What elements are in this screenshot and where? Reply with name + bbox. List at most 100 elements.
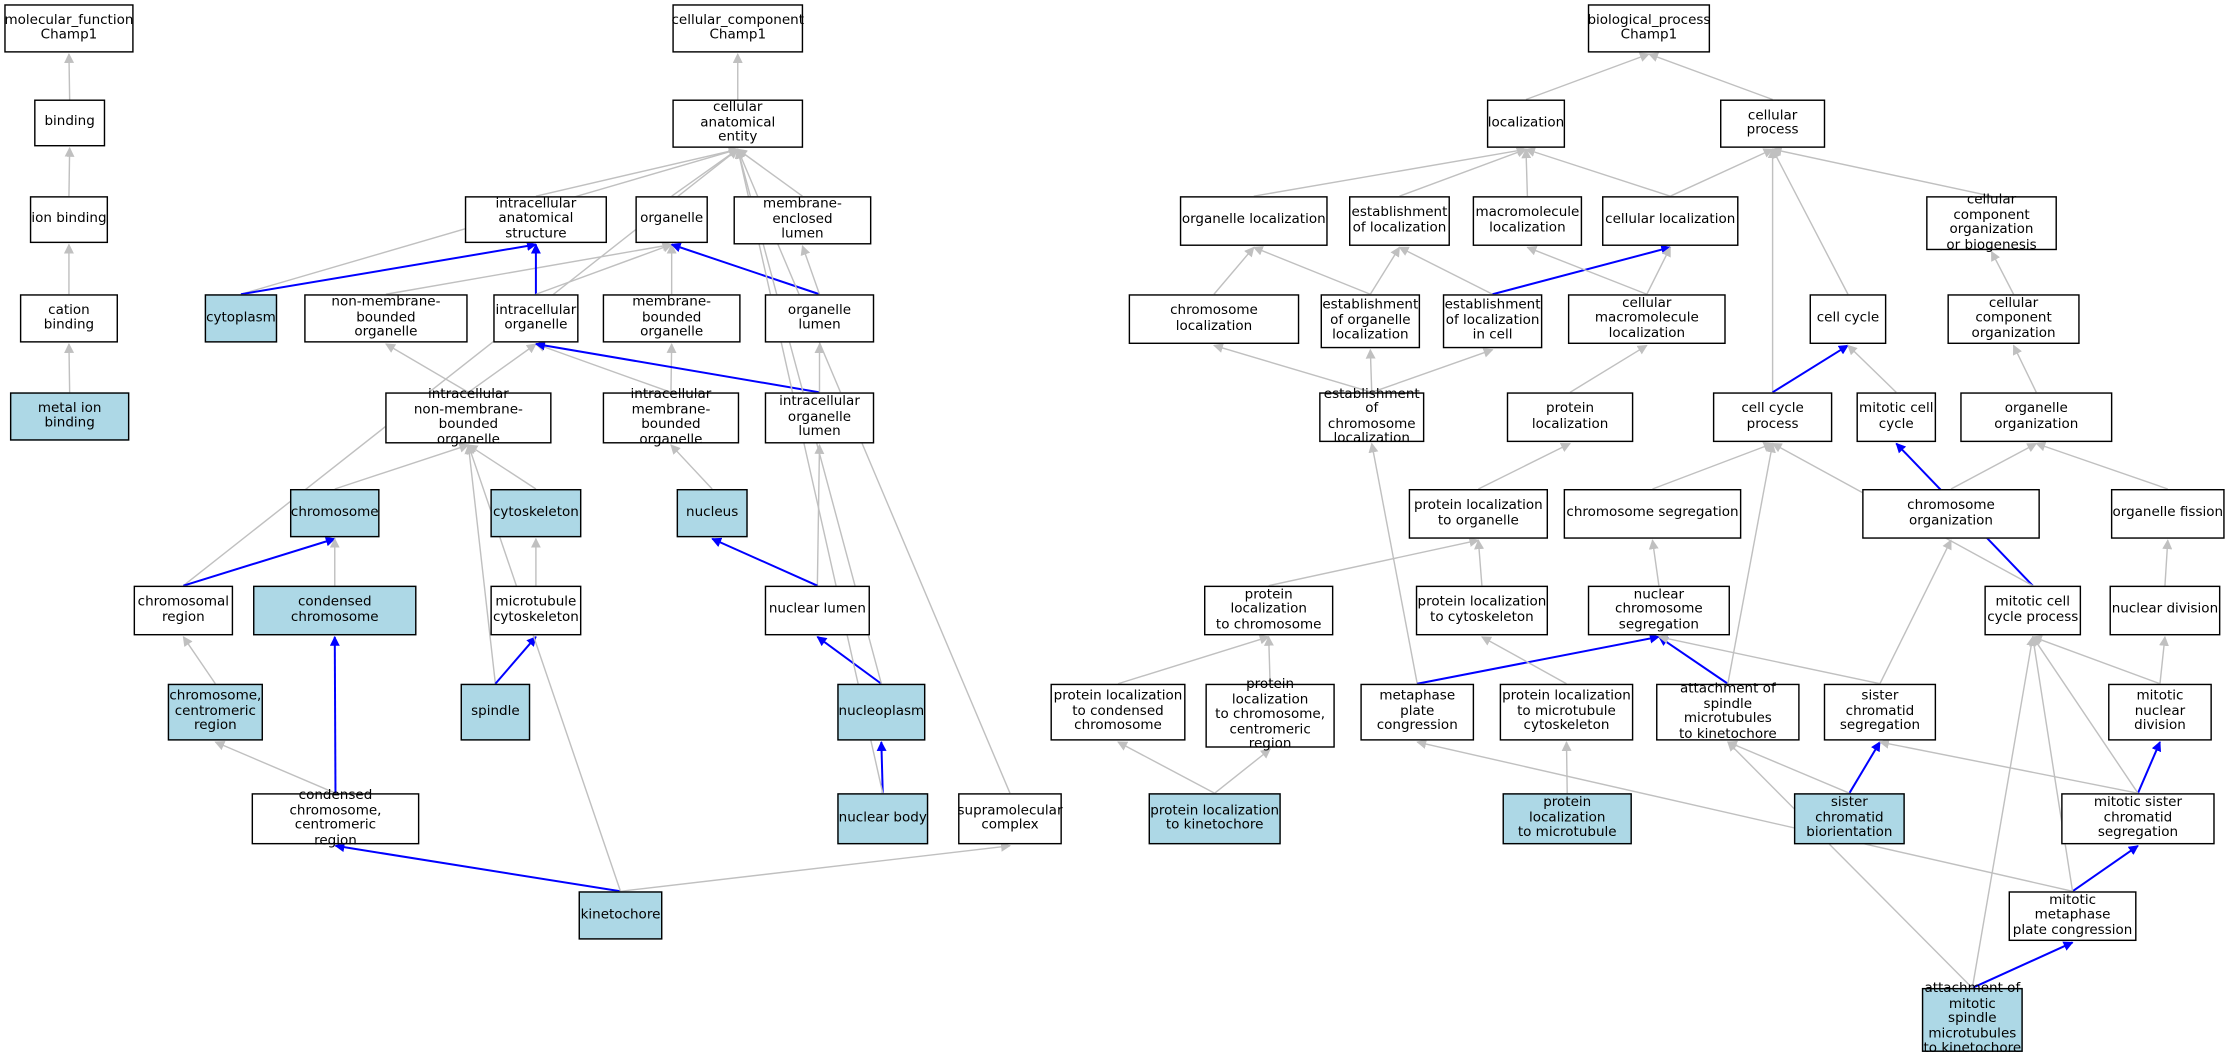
go-term-node-ol[interactable]: organelle lumen (764, 294, 875, 343)
edge-estchromloc-to-estlocc (1371, 347, 1494, 394)
go-term-node-cp[interactable]: cellular process (1720, 99, 1826, 148)
edge-scs-to-ncs (1657, 633, 1881, 685)
go-term-node-macroloc[interactable]: macromolecule localization (1472, 196, 1583, 246)
go-term-node-chromloc[interactable]: chromosome localization (1128, 294, 1300, 345)
go-term-node-chromreg[interactable]: chromosomal region (133, 585, 234, 636)
edge-scb-to-asmk (1726, 740, 1850, 794)
go-term-node-mnd[interactable]: mitotic nuclear division (2108, 683, 2212, 741)
edge-estloc-to-loc (1399, 147, 1527, 197)
go-term-node-plcytosk[interactable]: protein localization to cytoskeleton (1415, 585, 1549, 636)
go-term-node-cellcycle[interactable]: cell cycle (1809, 294, 1887, 345)
go-term-node-mccp[interactable]: mitotic cell cycle process (1984, 585, 2082, 636)
go-term-node-mbo[interactable]: membrane-bounded organelle (602, 294, 741, 343)
edge-amsmk-to-mmpc (1971, 941, 2074, 989)
edge-estlocc-to-cellloc (1492, 244, 1672, 296)
go-term-node-spindle[interactable]: spindle (460, 683, 531, 741)
edge-cyto-to-ias (240, 241, 537, 296)
go-term-node-chromseg[interactable]: chromosome segregation (1563, 488, 1742, 539)
go-term-node-plcondchrom[interactable]: protein localization to condensed chromo… (1050, 683, 1186, 741)
go-term-node-org[interactable]: organelle (635, 196, 708, 244)
go-term-node-mmpc[interactable]: mitotic metaphase plate congression (2008, 891, 2137, 942)
go-term-node-ncs[interactable]: nuclear chromosome segregation (1587, 585, 1730, 636)
go-term-node-cmacroloc[interactable]: cellular macromolecule localization (1567, 294, 1726, 345)
edge-ncs-to-chromseg (1648, 539, 1660, 586)
go-term-node-mcc[interactable]: mitotic cell cycle (1856, 392, 1937, 443)
go-term-node-estlocc[interactable]: establishment of localization in cell (1442, 294, 1543, 349)
go-term-node-estorgloc[interactable]: establishment of organelle localization (1320, 294, 1421, 349)
edge-asmk-to-ccp (1727, 442, 1776, 684)
edge-binding-to-mf (64, 53, 75, 100)
go-term-node-cellloc[interactable]: cellular localization (1602, 196, 1739, 246)
go-term-node-inmbo[interactable]: intracellular non-membrane-bounded organ… (385, 387, 552, 447)
go-term-node-imbo[interactable]: intracellular membrane-bounded organelle (602, 387, 740, 447)
edge-spindle-to-inmbo (464, 443, 497, 684)
go-term-node-loc[interactable]: localization (1486, 99, 1566, 148)
go-term-node-plorg[interactable]: protein localization to organelle (1408, 488, 1549, 539)
go-term-node-estchromloc[interactable]: establishment of chromosome localization (1319, 386, 1425, 446)
go-term-node-mel[interactable]: membrane-enclosed lumen (733, 196, 872, 245)
go-term-node-protloc[interactable]: protein localization (1506, 392, 1634, 443)
go-term-node-cccr[interactable]: condensed chromosome, centromeric region (251, 788, 420, 848)
edge-plchrom-to-plorg (1268, 537, 1480, 587)
go-term-node-plchromcr[interactable]: protein localization to chromosome, cent… (1205, 677, 1335, 752)
edge-mpc-to-estchromloc (1368, 442, 1418, 684)
edge-ccr-to-chromreg (182, 636, 216, 685)
go-term-node-cae[interactable]: cellular anatomical entity (672, 99, 804, 148)
edge-imbo-to-io (534, 342, 672, 394)
go-term-node-nucdiv[interactable]: nuclear division (2109, 585, 2221, 636)
go-term-node-amsmk[interactable]: attachment of mitotic spindle microtubul… (1921, 981, 2023, 1057)
edge-iol-to-io (534, 340, 820, 394)
go-term-node-nucleus[interactable]: nucleus (676, 488, 748, 538)
go-term-node-plmt[interactable]: protein localization to microtubule (1502, 793, 1632, 845)
edge-amsmk-to-asmk (1727, 741, 1973, 989)
edge-plmtcyto-to-plcytosk (1481, 636, 1567, 685)
go-term-node-condchrom[interactable]: condensed chromosome (253, 585, 417, 636)
go-term-node-io[interactable]: intracellular organelle (493, 294, 579, 343)
go-term-node-orgfis[interactable]: organelle fission (2110, 488, 2225, 539)
go-term-node-binding[interactable]: binding (34, 99, 106, 147)
go-term-node-orgorg[interactable]: organelle organization (1960, 392, 2113, 443)
go-term-node-scb[interactable]: sister chromatid biorientation (1793, 793, 1905, 845)
go-term-node-plkine[interactable]: protein localization to kinetochore (1148, 793, 1281, 845)
go-term-node-chrom[interactable]: chromosome (289, 488, 380, 538)
go-term-node-ccob[interactable]: cellular component organization or bioge… (1926, 192, 2057, 252)
edge-chrom-to-inmbo (334, 443, 470, 490)
go-term-node-mtcyto[interactable]: microtubule cytoskeleton (490, 585, 582, 636)
edge-mmpc-to-mscs (2071, 844, 2139, 893)
go-term-node-kine[interactable]: kinetochore (578, 891, 663, 940)
edge-plorg-to-protloc (1478, 442, 1571, 490)
go-term-node-metal[interactable]: metal ion binding (9, 392, 130, 441)
go-term-node-supra[interactable]: supramolecular complex (957, 793, 1063, 845)
go-term-node-bp[interactable]: biological_process Champ1 (1587, 4, 1710, 53)
edge-chromloc-to-orgloc (1213, 246, 1255, 295)
go-term-node-cytosk[interactable]: cytoskeleton (490, 488, 582, 538)
go-term-node-cyto[interactable]: cytoplasm (204, 294, 278, 343)
go-term-node-mscs[interactable]: mitotic sister chromatid segregation (2061, 793, 2215, 845)
go-term-node-plmtcyto[interactable]: protein localization to microtubule cyto… (1499, 683, 1634, 741)
go-term-node-nucleoplasm[interactable]: nucleoplasm (837, 683, 926, 741)
go-term-node-ccp[interactable]: cell cycle process (1712, 392, 1833, 443)
go-term-node-cc[interactable]: cellular_component Champ1 (672, 4, 804, 53)
go-term-node-estloc[interactable]: establishment of localization (1349, 196, 1450, 246)
go-term-node-mpc[interactable]: metaphase plate congression (1360, 683, 1475, 741)
go-term-node-nucbody[interactable]: nuclear body (837, 793, 929, 845)
edge-plkine-to-plcondchrom (1117, 741, 1216, 794)
go-term-node-chromorg[interactable]: chromosome organization (1862, 488, 2040, 539)
go-term-node-iol[interactable]: intracellular organelle lumen (764, 392, 875, 444)
edge-kine-to-supra (620, 841, 1011, 892)
go-term-node-asmk[interactable]: attachment of spindle microtubules to ki… (1656, 681, 1800, 741)
go-term-node-orgloc[interactable]: organelle localization (1179, 196, 1328, 246)
go-term-node-ias[interactable]: intracellular anatomical structure (464, 196, 607, 244)
go-term-node-mf[interactable]: molecular_function Champ1 (4, 4, 134, 53)
go-term-node-ccr[interactable]: chromosome, centromeric region (167, 683, 263, 741)
go-term-node-ionb[interactable]: ion binding (29, 196, 109, 244)
go-term-node-plchrom[interactable]: protein localization to chromosome (1204, 585, 1334, 636)
go-term-node-nmbo[interactable]: non-membrane-bounded organelle (304, 294, 468, 343)
edge-ol-to-mel (800, 244, 821, 295)
go-term-node-cco[interactable]: cellular component organization (1947, 294, 2080, 345)
edge-inmbo-to-nmbo (385, 343, 469, 393)
go-term-node-catb[interactable]: cation binding (19, 294, 118, 343)
go-term-node-scs[interactable]: sister chromatid segregation (1823, 683, 1937, 741)
go-term-node-nuclum[interactable]: nuclear lumen (764, 585, 870, 636)
